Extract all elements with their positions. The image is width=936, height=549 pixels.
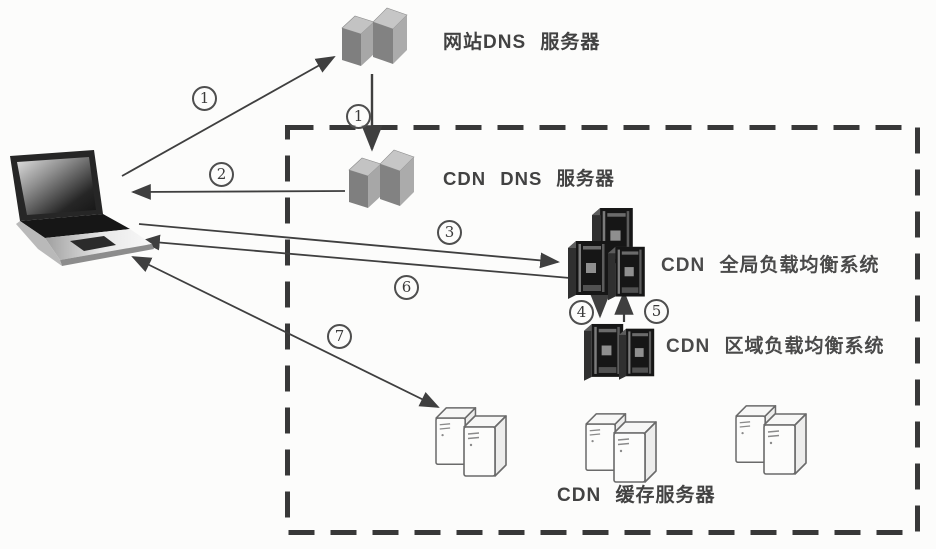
cdn-dns-server-icon — [348, 149, 415, 209]
step-badge-3: 3 — [437, 220, 462, 245]
arrow-step2-to-laptop — [131, 183, 346, 200]
step-badge-6: 6 — [394, 275, 419, 300]
arrow-step3-to-global-lb — [138, 223, 560, 269]
label-global-lb: CDN 全局负载均衡系统 — [661, 255, 880, 276]
step-badge-1-website: 1 — [192, 86, 217, 111]
cache-servers-icon-3 — [735, 405, 807, 475]
label-cache-servers: CDN 缓存服务器 — [557, 485, 716, 506]
global-lb-servers-icon — [568, 208, 645, 301]
step-badge-4: 4 — [569, 300, 594, 325]
step-badge-1-cdn: 1 — [346, 104, 371, 129]
label-regional-lb: CDN 区域负载均衡系统 — [666, 336, 885, 357]
step-badge-7: 7 — [327, 324, 352, 349]
laptop-icon — [10, 150, 154, 266]
arrow-step6-to-laptop — [140, 234, 571, 279]
arrow-step7-laptop-cache — [131, 256, 440, 408]
step-badge-2: 2 — [209, 162, 234, 187]
step-badge-5: 5 — [644, 299, 669, 324]
label-cdn-dns: CDN DNS 服务器 — [443, 168, 615, 189]
cache-servers-icon-1 — [435, 407, 507, 477]
arrow-step1-to-website-dns — [121, 56, 336, 177]
flow-arrows — [121, 56, 634, 408]
website-dns-server-icon — [341, 7, 408, 67]
cache-servers-icon-2 — [585, 413, 657, 483]
label-website-dns: 网站DNS 服务器 — [443, 32, 601, 53]
regional-lb-servers-icon — [584, 323, 655, 381]
